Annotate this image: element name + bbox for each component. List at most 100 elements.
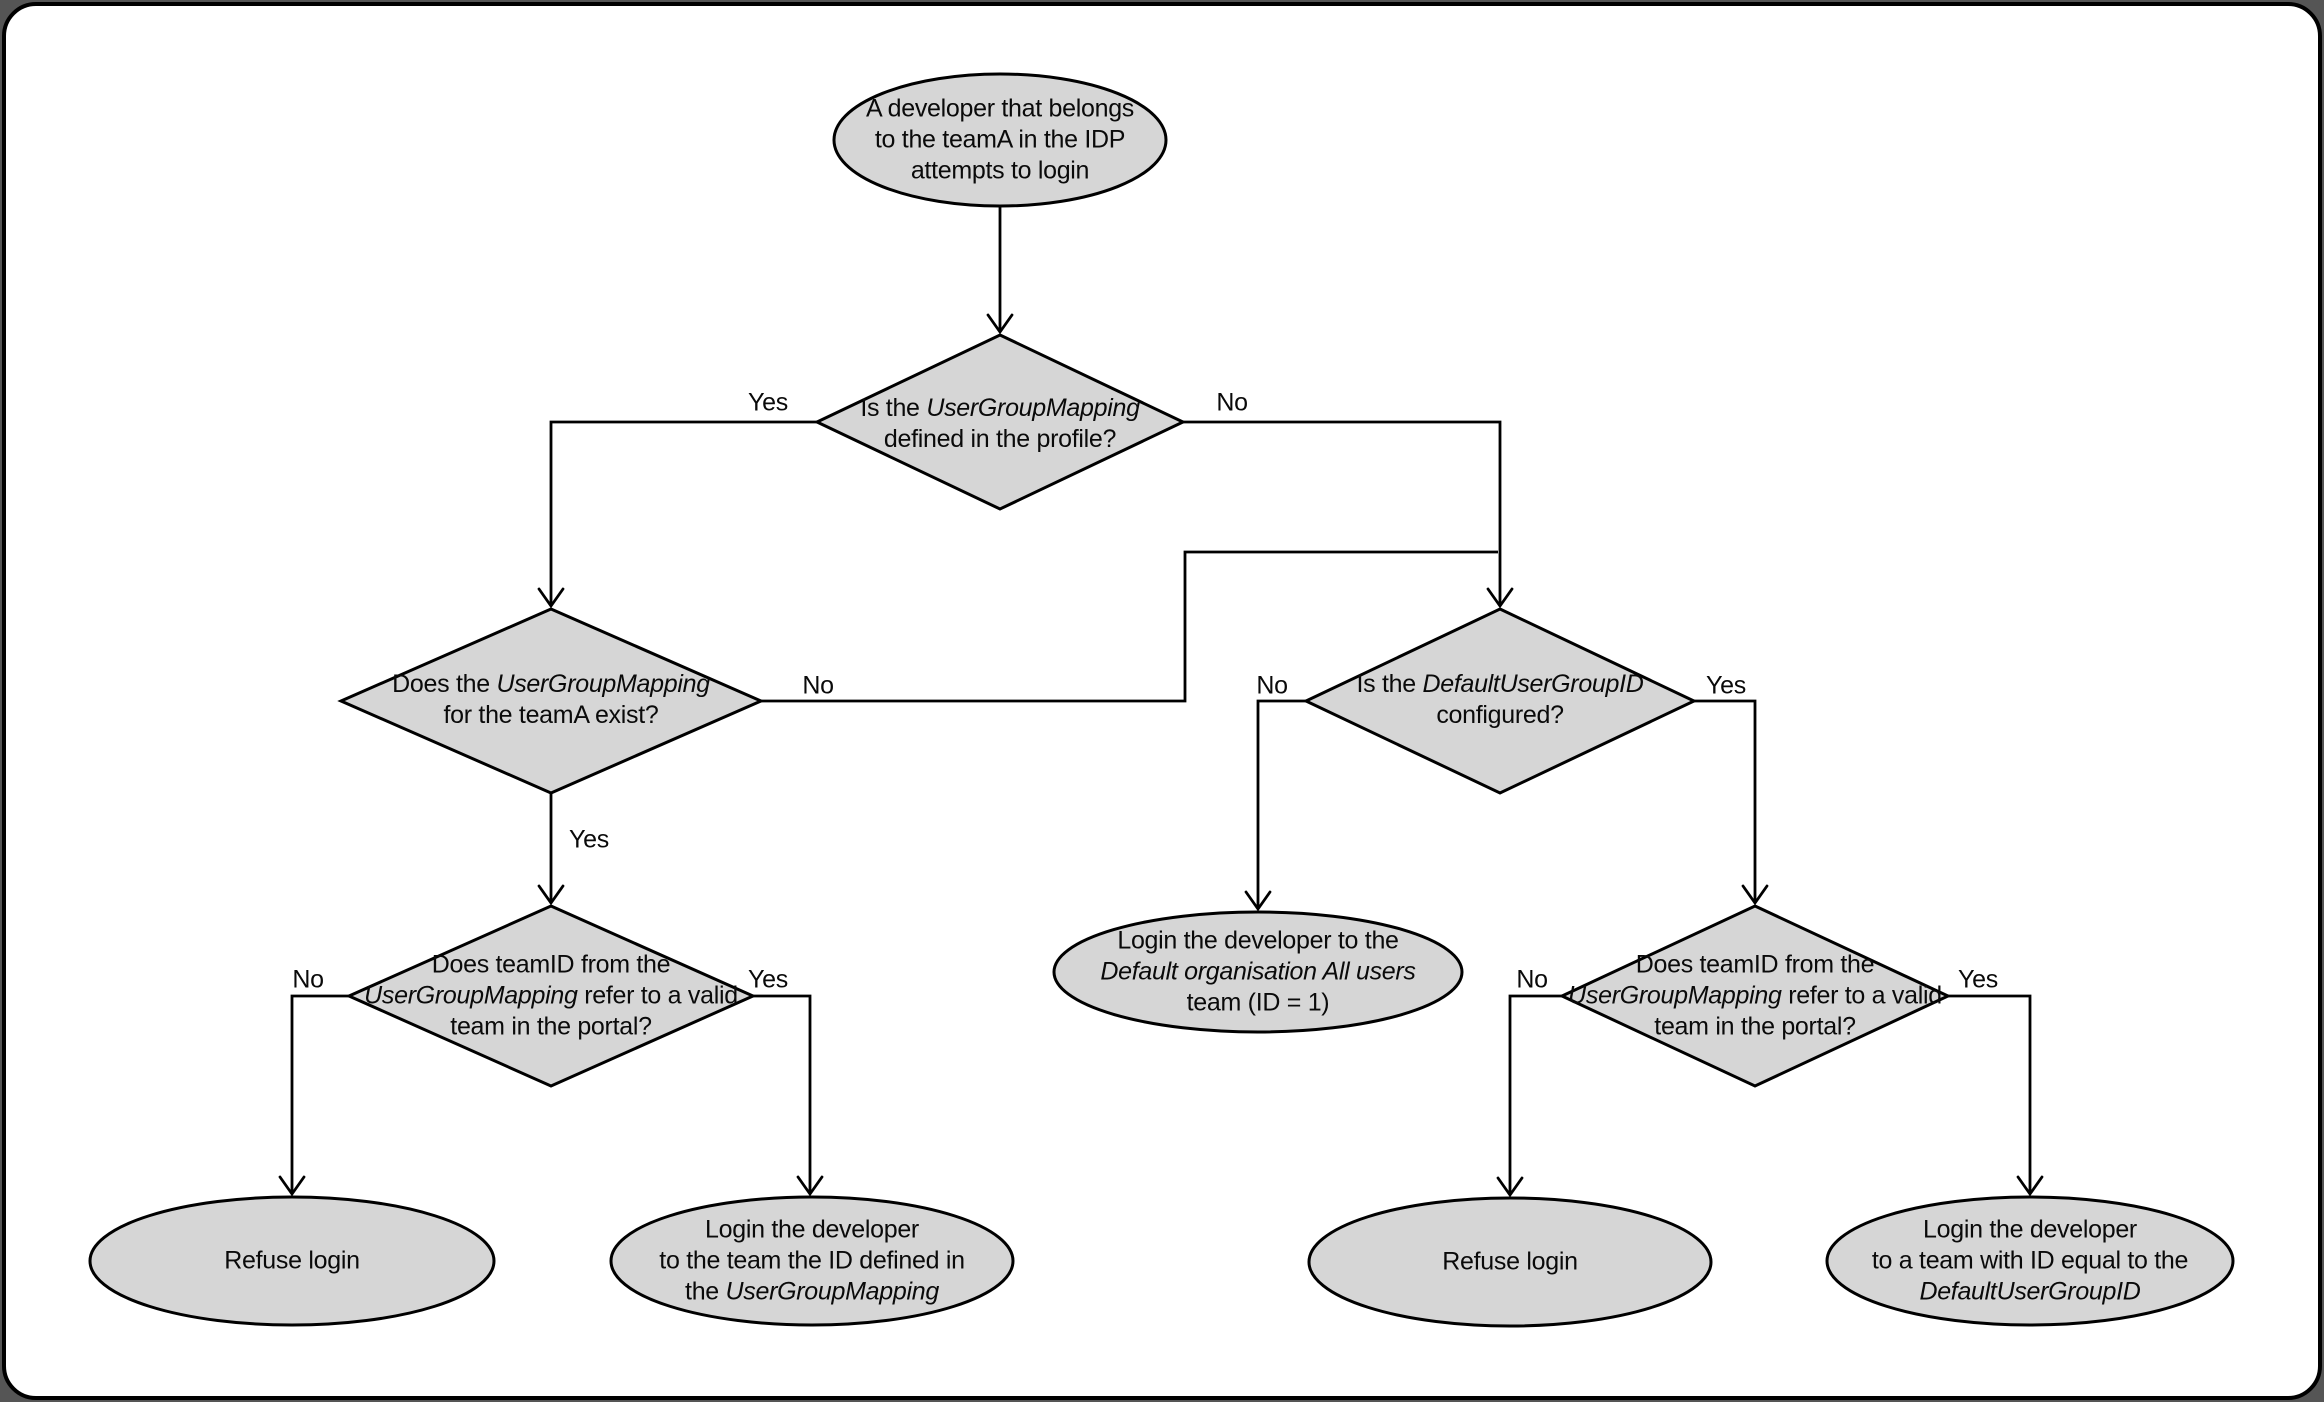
refuse-login-right-label: Refuse login — [1442, 1247, 1578, 1278]
arrowhead — [1244, 890, 1272, 912]
decision-usergroupmapping-defined-label: Is the UserGroupMapping defined in the p… — [860, 393, 1140, 455]
text-segment-italic: UserGroupMapping — [1568, 981, 1782, 1010]
text-line: Does teamID from the — [1568, 950, 1942, 981]
text-segment: Is the — [1356, 670, 1423, 698]
login-usergroupmapping-team-label: Login the developer to the team the ID d… — [659, 1215, 965, 1308]
text-line: Refuse login — [224, 1246, 360, 1277]
text-segment: Refuse login — [1442, 1247, 1578, 1276]
text-line: Does teamID from the — [364, 950, 738, 981]
text-line: Does the UserGroupMapping — [392, 669, 710, 700]
text-segment: team in the portal? — [450, 1012, 652, 1041]
edge-teamid-left-no-to-refuse — [290, 994, 349, 1192]
text-segment: defined in the profile? — [883, 425, 1117, 453]
text-line: DefaultUserGroupID — [1872, 1277, 2188, 1308]
text-line: to the teamA in the IDP — [866, 125, 1134, 156]
text-segment-italic: DefaultUserGroupID — [1919, 1277, 2141, 1306]
login-defaultusergroupid-team-label: Login the developer to a team with ID eq… — [1872, 1215, 2188, 1308]
text-segment: for the teamA exist? — [443, 701, 659, 729]
text-segment: Login the developer — [1923, 1215, 2137, 1244]
text-segment: Is the — [860, 394, 927, 422]
arrowhead — [1486, 587, 1514, 609]
text-segment-italic: UserGroupMapping — [496, 670, 710, 698]
edge-label-default-no: No — [1256, 671, 1288, 700]
start-node-label: A developer that belongs to the teamA in… — [866, 94, 1134, 187]
edge-default-no-to-default-team-login — [1256, 699, 1306, 907]
arrowhead — [796, 1175, 824, 1197]
text-segment: the — [685, 1277, 726, 1306]
decision-teamid-valid-right-diamond — [1558, 904, 1952, 1088]
text-line: team in the portal? — [1568, 1012, 1942, 1043]
arrowhead — [278, 1175, 306, 1197]
edge-defined-no-to-default-decision — [1183, 420, 1502, 604]
text-segment-italic: Default organisation All users — [1100, 957, 1416, 986]
text-line: configured? — [1356, 700, 1643, 731]
decision-defaultusergroupid-configured-diamond — [1302, 607, 1698, 795]
edge-exist-no-merge-to-default-decision — [761, 550, 1498, 703]
edge-label-exist-yes: Yes — [569, 825, 609, 854]
edge-default-yes-to-teamid-decision — [1694, 699, 1757, 901]
decision-defaultusergroupid-configured-label: Is the DefaultUserGroupID configured? — [1356, 669, 1643, 731]
arrowhead — [986, 313, 1014, 335]
text-segment: attempts to login — [910, 156, 1090, 185]
refuse-login-left-label: Refuse login — [224, 1246, 360, 1277]
text-segment: refer to a valid — [1781, 981, 1942, 1010]
text-line: to a team with ID equal to the — [1872, 1246, 2188, 1277]
text-line: UserGroupMapping refer to a valid — [1568, 981, 1942, 1012]
edge-teamid-left-yes-to-login — [753, 994, 812, 1192]
text-segment: to a team with ID equal to the — [1871, 1246, 2189, 1275]
text-line: attempts to login — [866, 156, 1134, 187]
text-line: UserGroupMapping refer to a valid — [364, 981, 738, 1012]
edge-teamid-right-no-to-refuse — [1508, 994, 1562, 1193]
text-segment-italic: DefaultUserGroupID — [1422, 670, 1644, 698]
text-segment: team (ID = 1) — [1186, 988, 1330, 1017]
text-segment-italic: UserGroupMapping — [725, 1277, 940, 1306]
text-segment: A developer that belongs — [865, 94, 1135, 123]
edge-label-teamid-left-yes: Yes — [748, 965, 788, 994]
text-line: for the teamA exist? — [392, 700, 710, 731]
arrowhead — [537, 587, 565, 609]
decision-usergroupmapping-defined-diamond — [813, 333, 1187, 511]
decision-teamid-valid-left-diamond — [345, 904, 757, 1088]
text-segment: Login the developer to the — [1117, 926, 1399, 955]
text-line: Is the DefaultUserGroupID — [1356, 669, 1643, 700]
arrowhead — [2016, 1175, 2044, 1197]
text-line: Is the UserGroupMapping — [860, 393, 1140, 424]
edge-label-teamid-right-no: No — [1516, 965, 1548, 994]
login-default-org-team-label: Login the developer to the Default organ… — [1100, 926, 1416, 1019]
text-line: Refuse login — [1442, 1247, 1578, 1278]
text-segment: Does teamID from the — [1635, 950, 1875, 979]
text-line: team (ID = 1) — [1100, 988, 1415, 1019]
arrowhead — [1741, 884, 1769, 906]
login-default-org-team-ellipse — [1052, 910, 1464, 1034]
start-ellipse — [832, 72, 1168, 208]
text-line: Login the developer — [1872, 1215, 2188, 1246]
text-segment-italic: UserGroupMapping — [364, 981, 578, 1010]
text-line: Login the developer — [659, 1215, 964, 1246]
edge-label-teamid-left-no: No — [292, 965, 324, 994]
decision-usergroupmapping-exists-diamond — [337, 607, 765, 795]
text-segment-italic: UserGroupMapping — [926, 394, 1140, 422]
arrowhead — [537, 884, 565, 906]
edge-label-teamid-right-yes: Yes — [1958, 965, 1998, 994]
text-line: A developer that belongs — [866, 94, 1134, 125]
edge-defined-yes-to-exist-decision — [549, 420, 817, 604]
decision-teamid-valid-left-label: Does teamID from the UserGroupMapping re… — [364, 950, 738, 1043]
text-segment: Does teamID from the — [431, 950, 671, 979]
edge-label-defined-no: No — [1216, 388, 1248, 417]
decision-usergroupmapping-exists-label: Does the UserGroupMapping for the teamA … — [392, 669, 710, 731]
text-line: defined in the profile? — [860, 424, 1139, 455]
refuse-login-right-ellipse — [1307, 1196, 1713, 1328]
text-segment: to the teamA in the IDP — [874, 125, 1126, 154]
edge-label-defined-yes: Yes — [748, 388, 788, 417]
text-line: Default organisation All users — [1100, 957, 1416, 988]
edge-label-exist-no: No — [802, 671, 834, 700]
text-segment: refer to a valid — [577, 981, 738, 1010]
text-segment: Refuse login — [224, 1246, 360, 1275]
text-segment: configured? — [1436, 701, 1564, 729]
text-line: Login the developer to the — [1100, 926, 1415, 957]
refuse-login-left-ellipse — [88, 1195, 496, 1327]
text-line: to the team the ID defined in — [659, 1246, 965, 1277]
decision-teamid-valid-right-label: Does teamID from the UserGroupMapping re… — [1568, 950, 1942, 1043]
arrowhead — [1496, 1176, 1524, 1198]
